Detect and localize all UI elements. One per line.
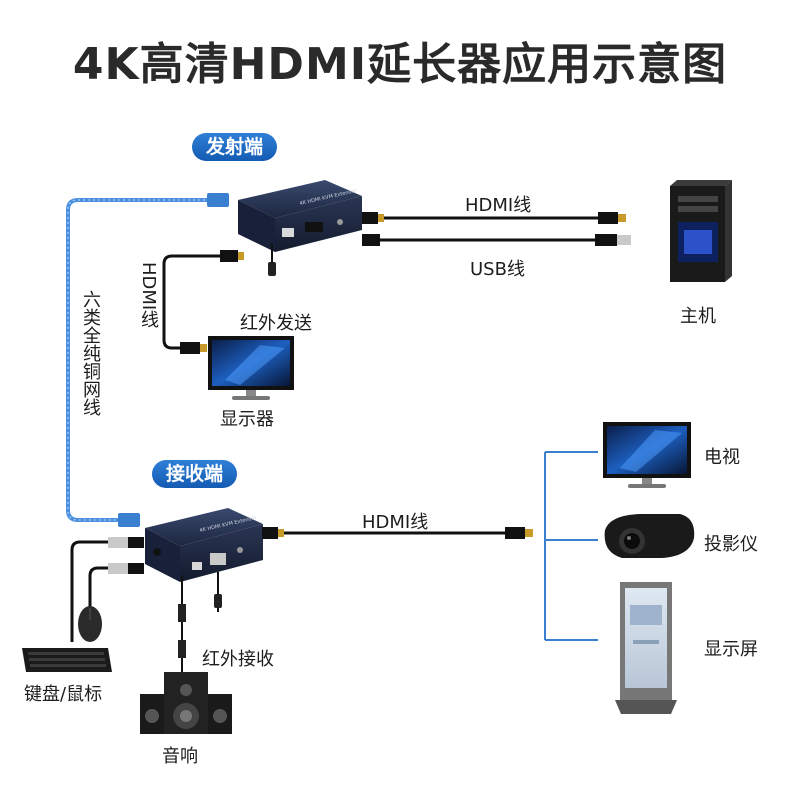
ir-receive-label: 红外接收 — [202, 649, 274, 670]
host-pc-icon — [670, 180, 732, 282]
hdmi-cable-top-label: HDMI线 — [465, 195, 532, 216]
local-monitor-icon — [208, 336, 294, 400]
rj45-plug-top — [207, 193, 229, 207]
hdmi-cable-local-monitor — [162, 250, 244, 354]
tv-icon — [603, 422, 691, 488]
keyboard-icon — [22, 648, 112, 672]
speaker-label: 音响 — [162, 746, 198, 767]
usb-cable-host — [362, 234, 631, 246]
usb-cables-keyboard-mouse — [70, 537, 144, 642]
ir-send-label: 红外发送 — [240, 313, 312, 334]
receiver-badge: 接收端 — [152, 460, 238, 488]
host-label: 主机 — [680, 306, 716, 327]
transmitter-badge: 发射端 — [192, 133, 278, 161]
diagram-title: 4K高清HDMI延长器应用示意图 — [72, 39, 728, 90]
output-distribution-lines — [544, 451, 598, 641]
speaker-icon — [140, 672, 232, 734]
network-cable-label: 六类全纯铜网线 — [80, 290, 101, 416]
usb-cable-label: USB线 — [470, 259, 525, 280]
tv-label: 电视 — [704, 447, 740, 468]
ir-transmitter-probe — [268, 243, 276, 276]
hdmi-cable-vertical-label: HDMI线 — [138, 262, 159, 329]
monitor-local-label: 显示器 — [220, 409, 274, 430]
audio-cable-speaker — [178, 576, 186, 672]
projector-icon — [604, 514, 695, 558]
display-screen-label: 显示屏 — [704, 639, 758, 660]
mouse-icon — [78, 606, 102, 642]
hdmi-cable-receiver-label: HDMI线 — [362, 512, 429, 533]
hdmi-cable-host — [362, 212, 626, 224]
rj45-plug-bottom — [118, 513, 140, 527]
keyboard-mouse-label: 键盘/鼠标 — [24, 684, 103, 705]
display-screen-icon — [615, 582, 677, 714]
ir-receiver-probe — [214, 572, 222, 612]
hdmi-cable-receiver — [262, 527, 533, 539]
transmitter-device: 4K HDMI KVM Extender — [238, 180, 362, 252]
receiver-device: 4K HDMI KVM Extender — [145, 508, 263, 582]
projector-label: 投影仪 — [704, 534, 758, 555]
network-cable — [66, 193, 229, 527]
